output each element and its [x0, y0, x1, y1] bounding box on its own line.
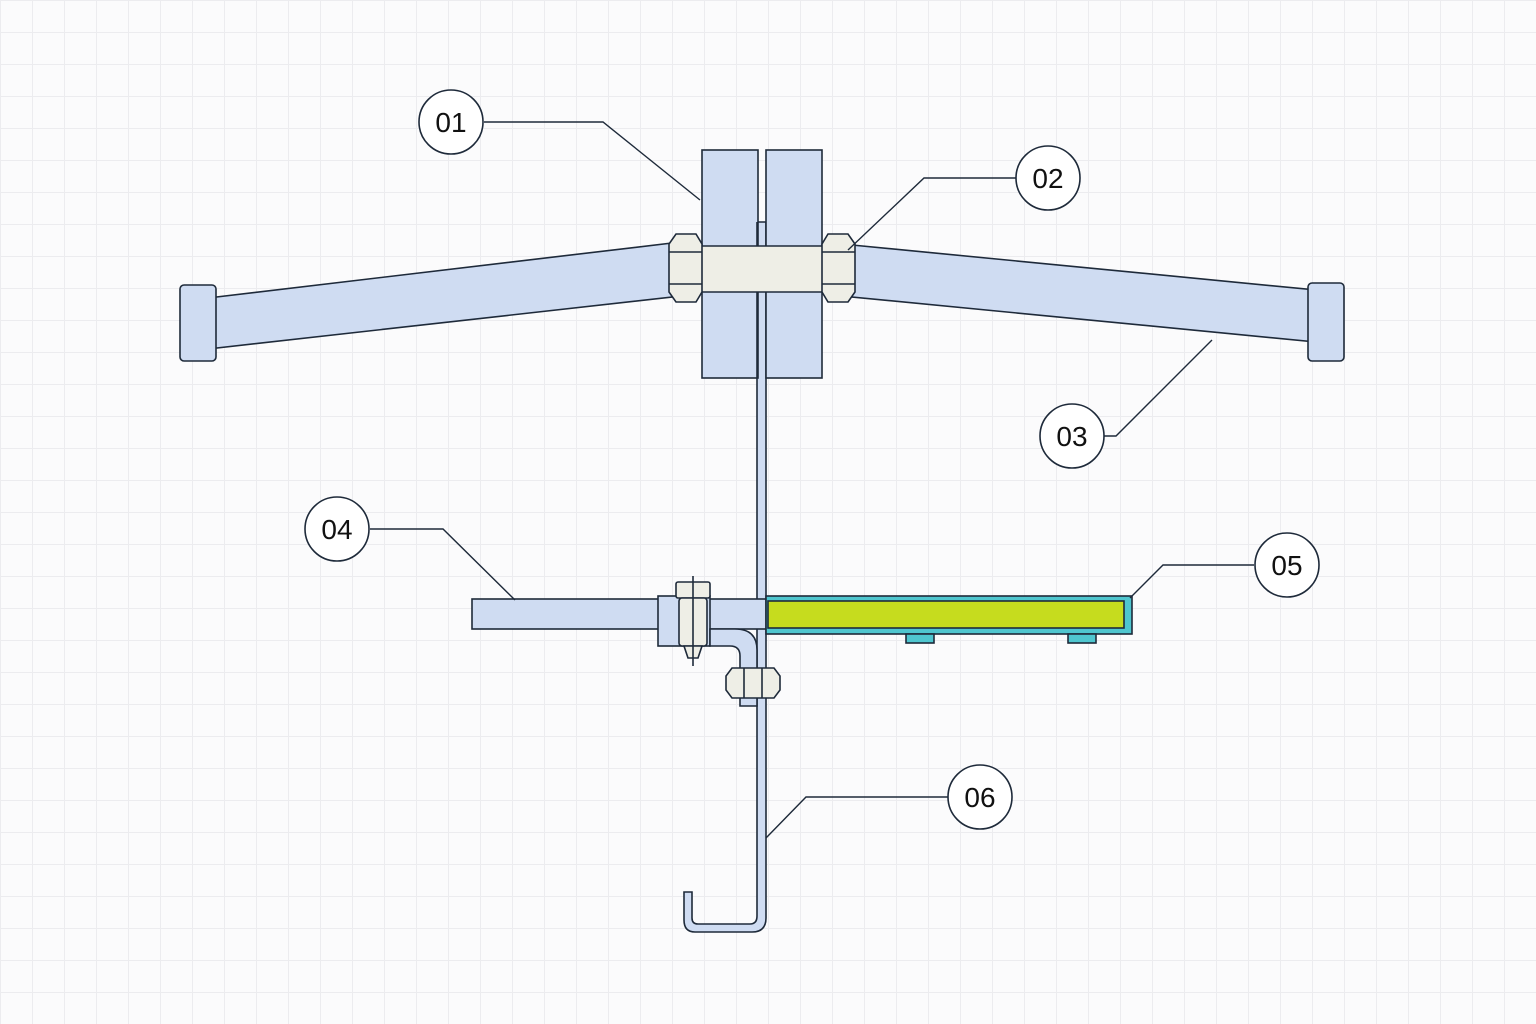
callout-02: 02	[1015, 145, 1081, 211]
callout-03-label: 03	[1056, 421, 1087, 452]
callout-04-label: 04	[321, 514, 352, 545]
callout-05: 05	[1254, 532, 1320, 598]
left-hex-nut	[668, 233, 703, 303]
callout-01: 01	[418, 89, 484, 155]
leader-04	[370, 528, 516, 601]
leader-05	[1129, 564, 1254, 599]
callout-04: 04	[304, 496, 370, 562]
channel-insert	[767, 600, 1125, 629]
bracket-bar	[471, 598, 767, 630]
leader-06	[765, 796, 948, 839]
callout-03: 03	[1039, 403, 1105, 469]
leader-02	[847, 177, 1016, 251]
callout-06-label: 06	[964, 782, 995, 813]
callout-05-label: 05	[1271, 550, 1302, 581]
bracket-bolt	[675, 576, 711, 666]
spacer-sleeve	[699, 245, 825, 293]
left-arm-end-cap	[179, 284, 217, 362]
right-arm-end-cap	[1307, 282, 1345, 362]
leader-03	[1104, 339, 1213, 437]
callout-02-label: 02	[1032, 163, 1063, 194]
right-hex-nut	[821, 233, 856, 303]
left-arm	[207, 242, 673, 350]
right-arm	[851, 244, 1317, 343]
leader-01	[484, 121, 701, 201]
channel-foot-left	[905, 633, 935, 644]
rod-collar-nut	[725, 667, 781, 699]
channel-foot-right	[1067, 633, 1097, 644]
callout-06: 06	[947, 764, 1013, 830]
callout-01-label: 01	[435, 107, 466, 138]
